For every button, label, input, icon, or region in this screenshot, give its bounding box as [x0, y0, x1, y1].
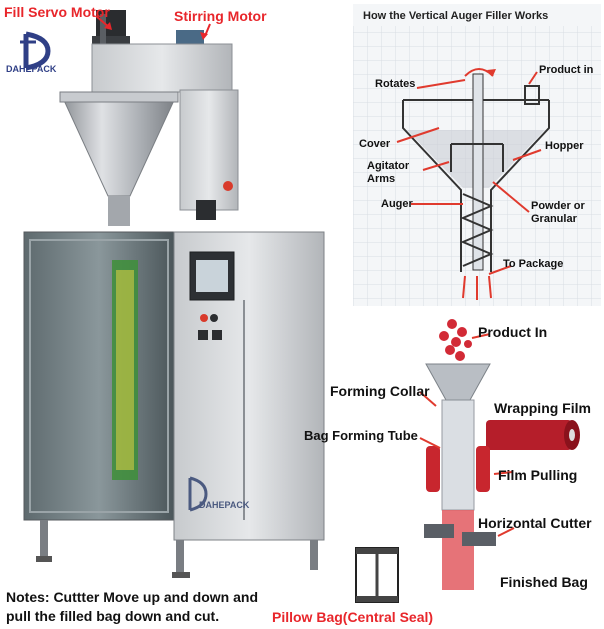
agitator-arms [450, 143, 504, 172]
label-horizontal-cutter: Horizontal Cutter [478, 515, 592, 531]
horizontal-cutter [424, 524, 496, 546]
notes-line-2: pull the filled bag down and cut. [6, 608, 220, 624]
label-finished-bag: Finished Bag [500, 574, 588, 590]
pointer-arrows [396, 71, 542, 275]
pillow-bag-icon [355, 547, 399, 603]
auger-spiral [460, 193, 494, 267]
label-hopper: Hopper [545, 140, 584, 152]
packing-cabinet [23, 231, 325, 541]
label-powder: Powder or Granular [531, 200, 585, 225]
label-product-in-bag: Product In [478, 324, 548, 340]
label-film-pulling: Film Pulling [498, 467, 578, 483]
label-agitator-arms: Agitator Arms [367, 160, 410, 185]
output-arrows [462, 275, 492, 300]
control-buttons [198, 314, 222, 340]
label-forming-collar: Forming Collar [330, 383, 430, 399]
label-cover: Cover [359, 138, 391, 150]
bagging-drawing [419, 319, 580, 590]
bagging-pointer-arrows [419, 333, 515, 537]
notes-line-1: Notes: Cuttter Move up and down and [6, 589, 258, 605]
label-product-in: Product in [539, 64, 594, 76]
rotate-arrow-icon [464, 68, 494, 77]
forming-collar [425, 363, 491, 401]
auger-drawing [396, 68, 550, 300]
label-auger: Auger [381, 198, 413, 210]
label-rotates: Rotates [375, 78, 416, 90]
bag-forming-tube [441, 399, 475, 511]
stirring-motor-label: Stirring Motor [174, 8, 267, 24]
label-to-package: To Package [503, 258, 564, 270]
wrapping-film-roll [486, 420, 580, 450]
film-tube-product [442, 510, 474, 590]
product-granules [439, 319, 472, 361]
film-pulling-belt-left [426, 446, 440, 492]
label-wrapping-film: Wrapping Film [494, 400, 591, 416]
auger-shaft [472, 73, 484, 271]
machine-illustration [23, 10, 325, 578]
fill-servo-motor-label: Fill Servo Motor [4, 4, 110, 20]
auger-hopper [59, 91, 179, 226]
label-arrows [95, 15, 211, 40]
label-bag-forming-tube: Bag Forming Tube [304, 428, 418, 443]
cabinet-logo [188, 476, 208, 512]
filler-housing [91, 43, 239, 220]
dahepack-logo-icon [20, 31, 51, 71]
machine-legs [36, 520, 318, 578]
logo-wordmark: DAHEPACK [6, 64, 57, 74]
auger-diagram: How the Vertical Auger Filler Works [353, 4, 601, 306]
auger-diagram-title: How the Vertical Auger Filler Works [363, 10, 549, 22]
pillow-bag-label: Pillow Bag(Central Seal) [272, 609, 434, 625]
brand-plate-text: DAHEPACK [199, 500, 250, 510]
touch-screen [189, 251, 235, 301]
film-pulling-belt-right [476, 446, 490, 492]
